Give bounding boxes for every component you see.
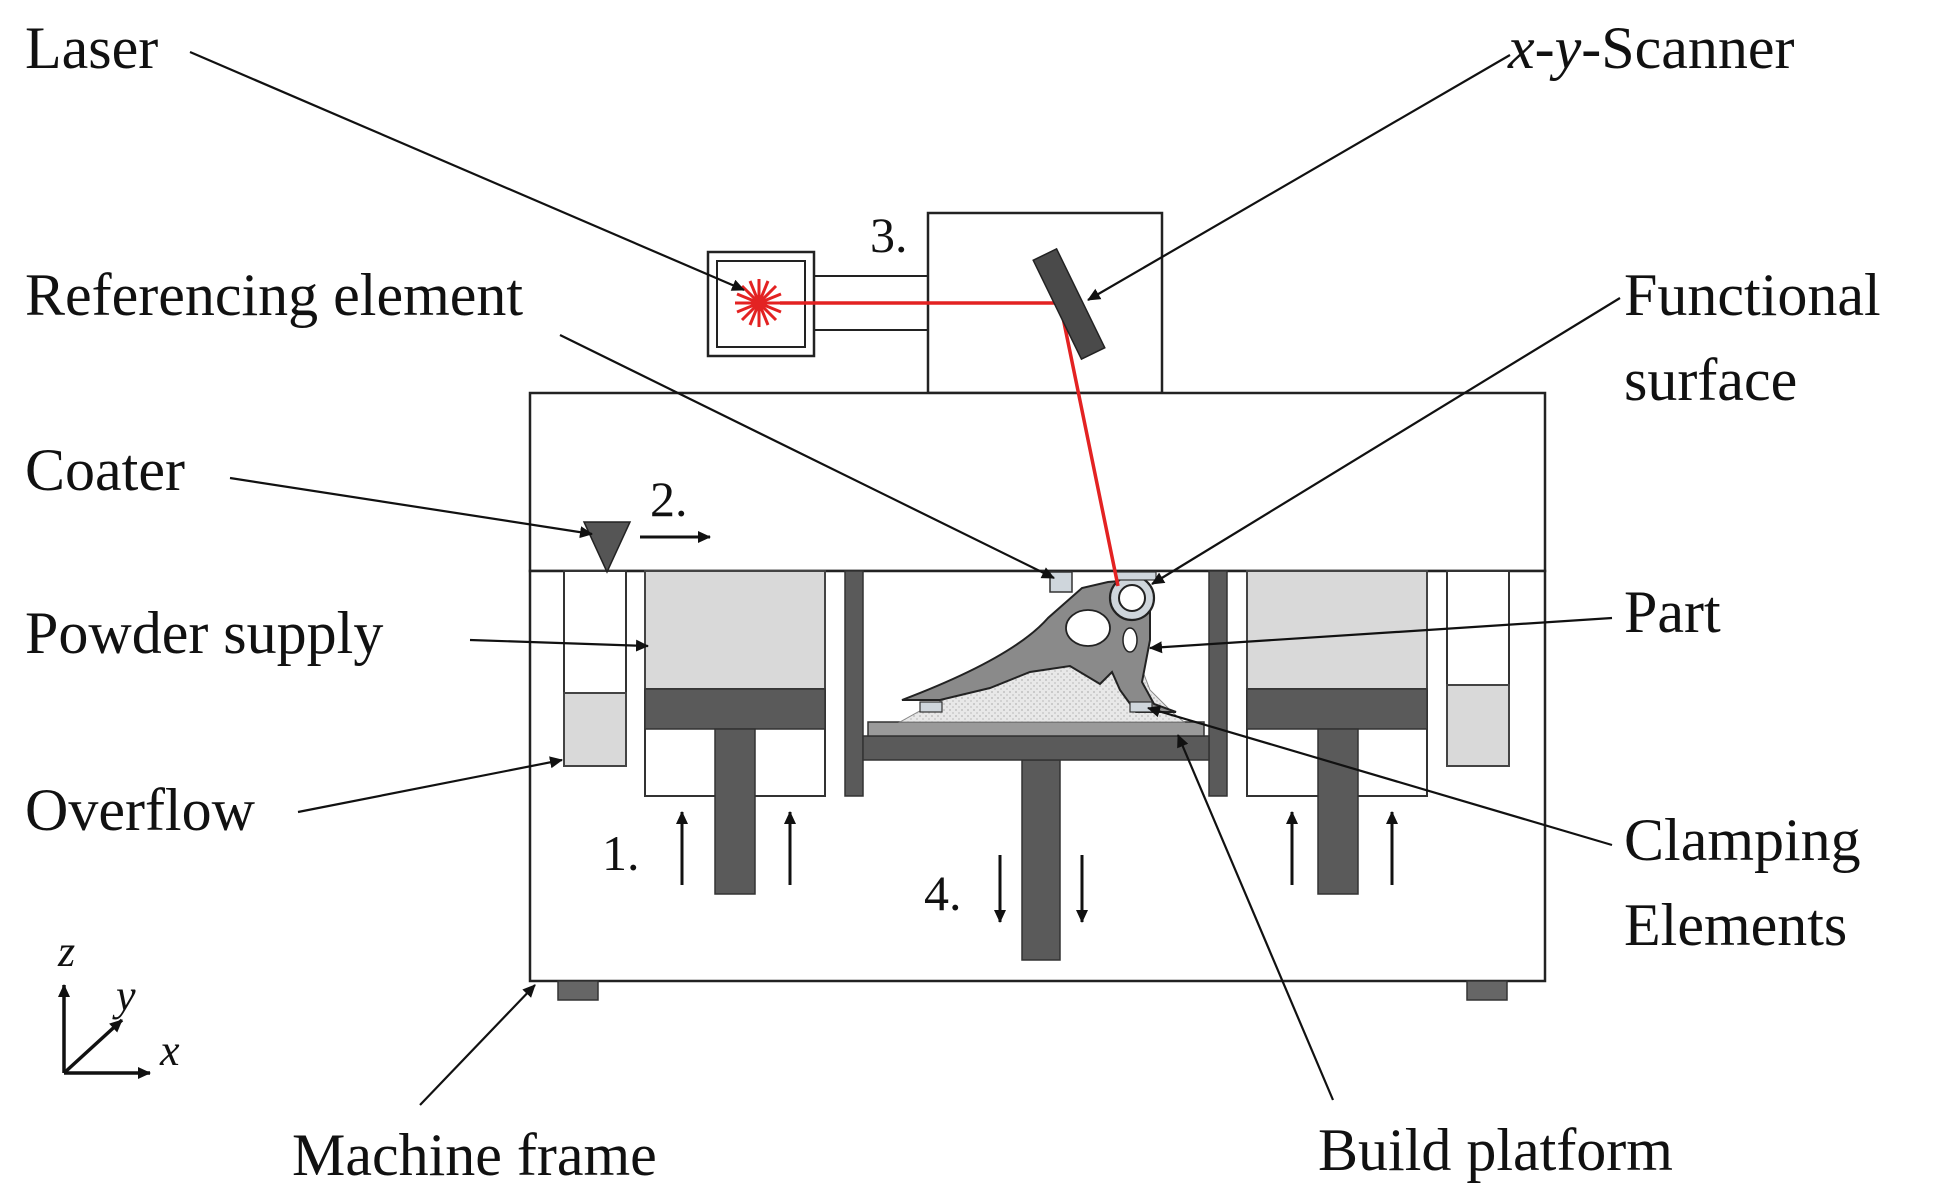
label-referencing-element: Referencing element [25,262,523,328]
step-3: 3. [870,207,908,263]
label-clamping-2: Elements [1624,892,1847,958]
leader-clamping-elements [1147,705,1613,847]
step-1: 1. [602,825,640,881]
leader-machine-frame [419,984,536,1106]
leader-functional-surface [1151,297,1621,585]
step-4: 4. [924,865,962,921]
referencing-element [1049,571,1073,593]
step-2: 2. [650,471,688,527]
label-machine-frame: Machine frame [292,1122,657,1188]
leader-laser [189,50,745,292]
coater [582,521,632,574]
label-xy-scanner: x-y-Scanner [1507,15,1795,81]
label-functional-surface-1: Functional [1624,262,1881,328]
label-build-platform: Build platform [1318,1117,1673,1183]
label-part: Part [1624,579,1721,645]
overflow-left [563,570,627,767]
laser-burst-icon [735,279,783,327]
label-clamping-1: Clamping [1624,807,1861,873]
axis-label-x: x [159,1026,180,1075]
leader-overflow [297,756,563,814]
powder-supply-left [644,570,826,895]
printed-part [901,571,1177,713]
machine-foot-right [1466,980,1508,1001]
build-chamber [844,570,1228,961]
label-laser: Laser [25,15,158,81]
leader-powder-supply [469,638,649,652]
machine-foot-left [557,980,599,1001]
label-overflow: Overflow [25,777,256,843]
leader-scanner [1087,54,1511,301]
leader-part [1149,616,1613,654]
coordinate-axes [58,984,151,1079]
label-functional-surface-2: surface [1624,347,1797,413]
scanner-mirror-icon [1032,247,1106,361]
leader-coater [229,476,593,539]
clamping-element-left [919,701,943,713]
leader-build-platform [1176,734,1335,1101]
label-powder-supply: Powder supply [25,600,383,666]
axis-label-z: z [57,927,75,976]
clamping-element-right [1129,701,1153,713]
leader-referencing-element [559,334,1055,579]
powder-supply-right [1246,570,1428,895]
axis-label-y: y [112,971,136,1020]
overflow-right [1446,570,1510,767]
label-coater: Coater [25,437,185,503]
